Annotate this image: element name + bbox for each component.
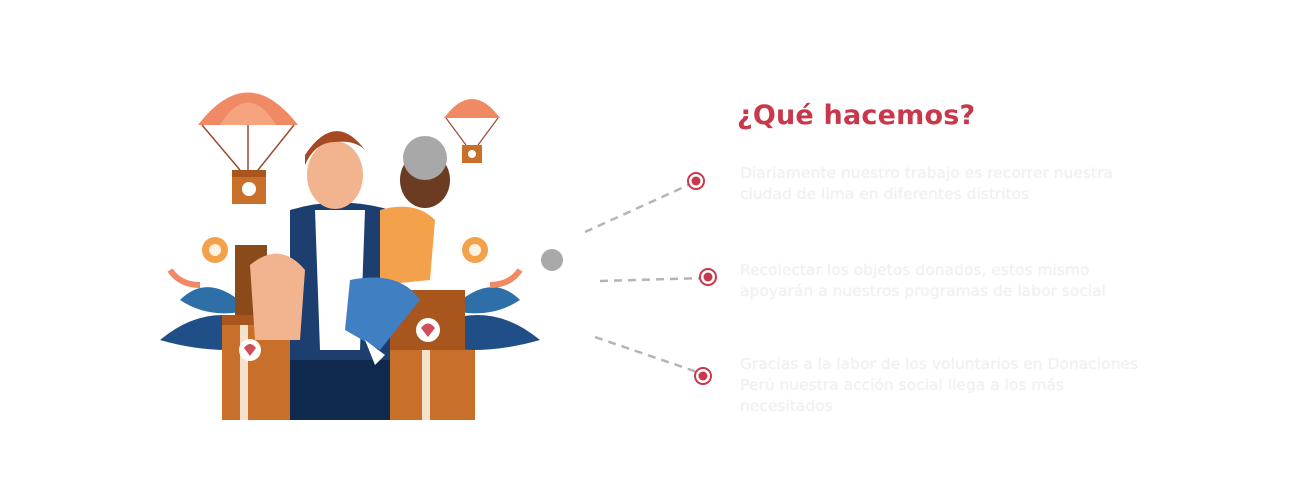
parachute-box-icon [198, 92, 298, 204]
connector-hub [541, 249, 563, 271]
volunteer-illustration [160, 92, 540, 420]
item-text-2: Recolectar los objetos donados, estos mi… [740, 261, 1106, 300]
parachute-box-icon [444, 99, 500, 163]
item-text-3: Gracias a la labor de los voluntarios en… [740, 355, 1139, 415]
bullet-dot-2 [699, 268, 717, 286]
connector-diagram [541, 172, 717, 385]
heart-icon [244, 344, 256, 356]
bullet-dot-1 [687, 172, 705, 190]
item-text-1: Diariamente nuestro trabajo es recorrer … [740, 164, 1113, 203]
section-title: ¿Qué hacemos? [737, 100, 976, 131]
bullet-dot-3 [694, 367, 712, 385]
heart-icon [421, 323, 435, 337]
flower-icon [202, 237, 488, 263]
